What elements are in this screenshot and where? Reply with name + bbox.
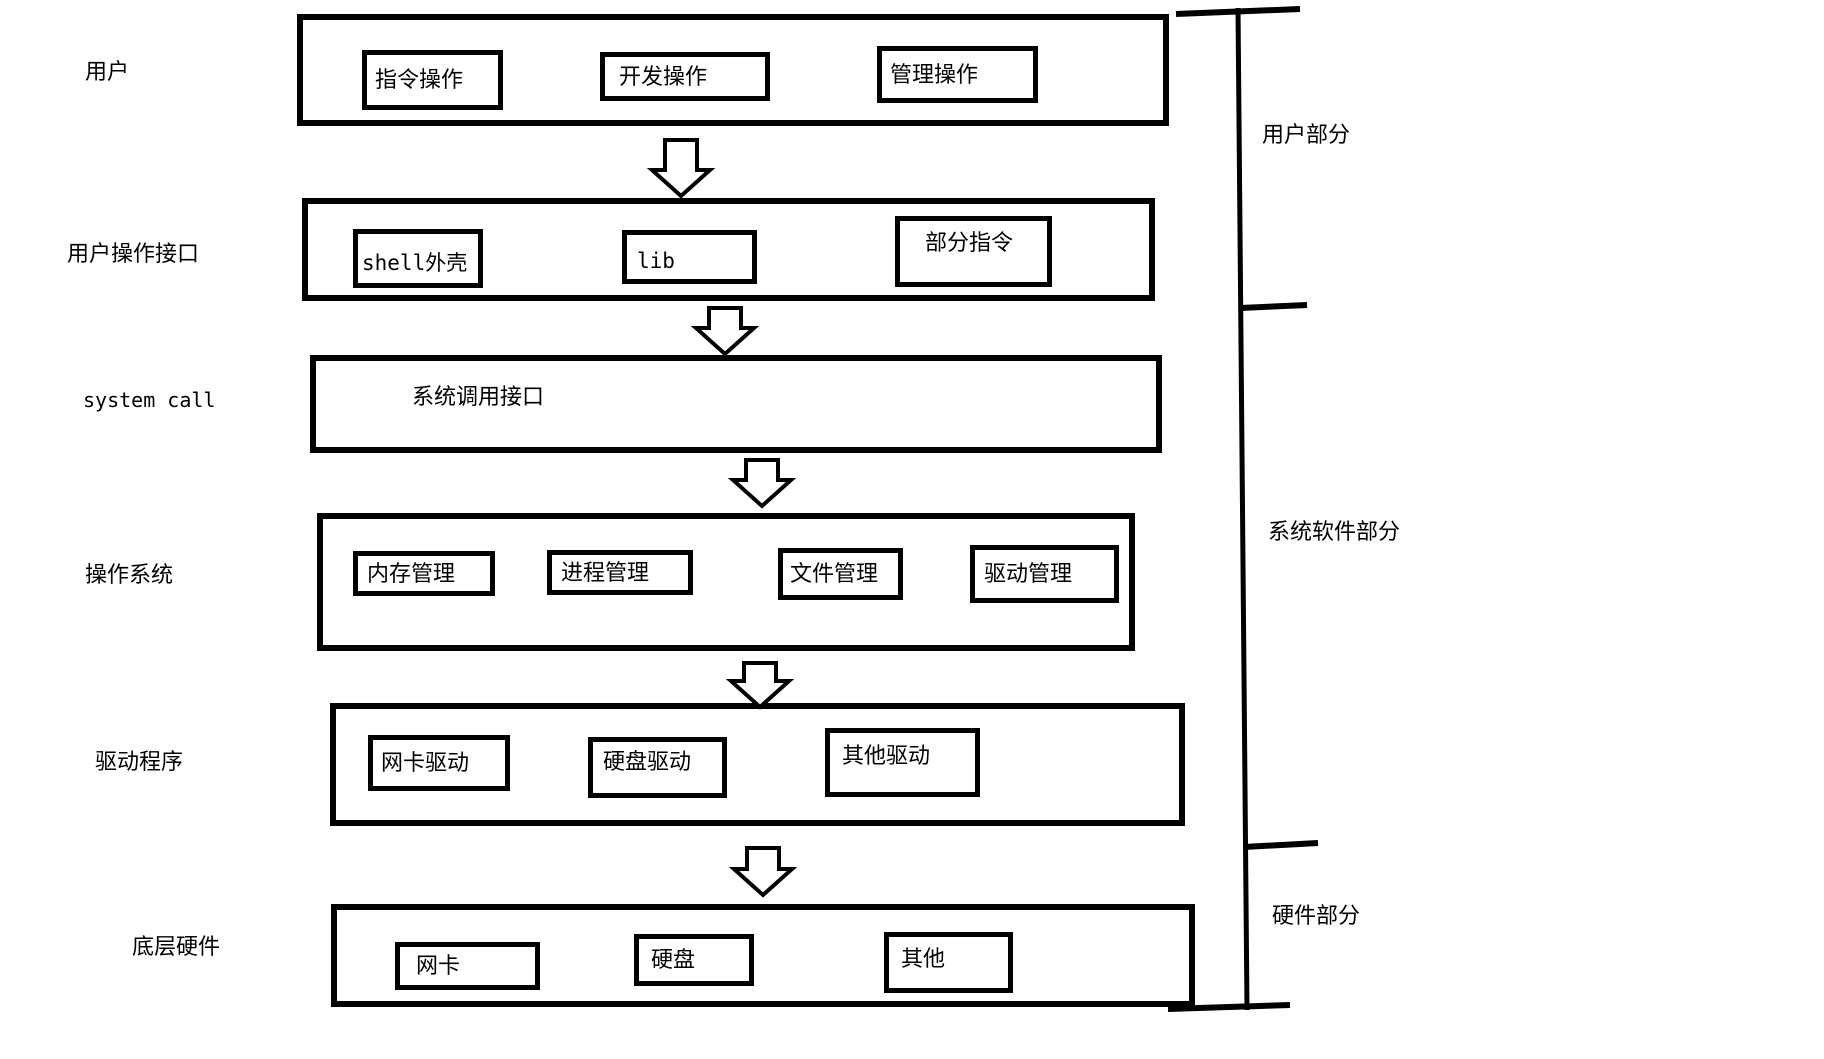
memory-management-box: 内存管理: [353, 551, 495, 596]
label-operating-system-layer: 操作系统: [85, 562, 174, 587]
system-call-layer-box: [310, 355, 1162, 453]
down-arrow-icon: [646, 138, 716, 199]
system-call-interface-text: 系统调用接口: [412, 384, 545, 409]
other-hardware-box: 其他: [884, 932, 1013, 993]
development-operation-box: 开发操作: [600, 52, 770, 101]
label-user-section: 用户部分: [1262, 122, 1351, 147]
shell-box: shell外壳: [353, 229, 483, 288]
hardware-layer-box: [331, 904, 1195, 1007]
down-arrow-icon: [725, 661, 795, 710]
label-user-layer: 用户: [85, 59, 130, 84]
label-driver-layer: 驱动程序: [95, 749, 184, 774]
down-arrow-icon: [728, 846, 798, 898]
bracket-tick-lower: [1243, 840, 1319, 850]
partial-commands-box: 部分指令: [895, 216, 1052, 287]
driver-management-box: 驱动管理: [970, 545, 1119, 603]
file-management-box: 文件管理: [778, 548, 903, 600]
management-operation-box: 管理操作: [877, 46, 1038, 103]
label-system-call-layer: system call: [83, 388, 216, 412]
other-driver-box: 其他驱动: [825, 728, 980, 797]
label-hardware-section: 硬件部分: [1272, 903, 1361, 928]
label-hardware-layer: 底层硬件: [132, 934, 221, 959]
label-system-software-section: 系统软件部分: [1268, 519, 1401, 544]
bracket-tick-middle: [1239, 302, 1308, 311]
nic-box: 网卡: [395, 942, 540, 990]
label-user-interface-layer: 用户操作接口: [67, 241, 200, 266]
down-arrow-icon: [727, 458, 797, 509]
bracket-tick-top: [1175, 6, 1301, 17]
lib-box: lib: [622, 230, 757, 284]
nic-driver-box: 网卡驱动: [368, 735, 510, 791]
bracket-vertical-line: [1235, 7, 1250, 1011]
disk-driver-box: 硬盘驱动: [588, 737, 727, 798]
disk-box: 硬盘: [634, 934, 754, 986]
instruction-operation-box: 指令操作: [362, 50, 503, 110]
process-management-box: 进程管理: [547, 550, 693, 595]
down-arrow-icon: [690, 306, 760, 357]
